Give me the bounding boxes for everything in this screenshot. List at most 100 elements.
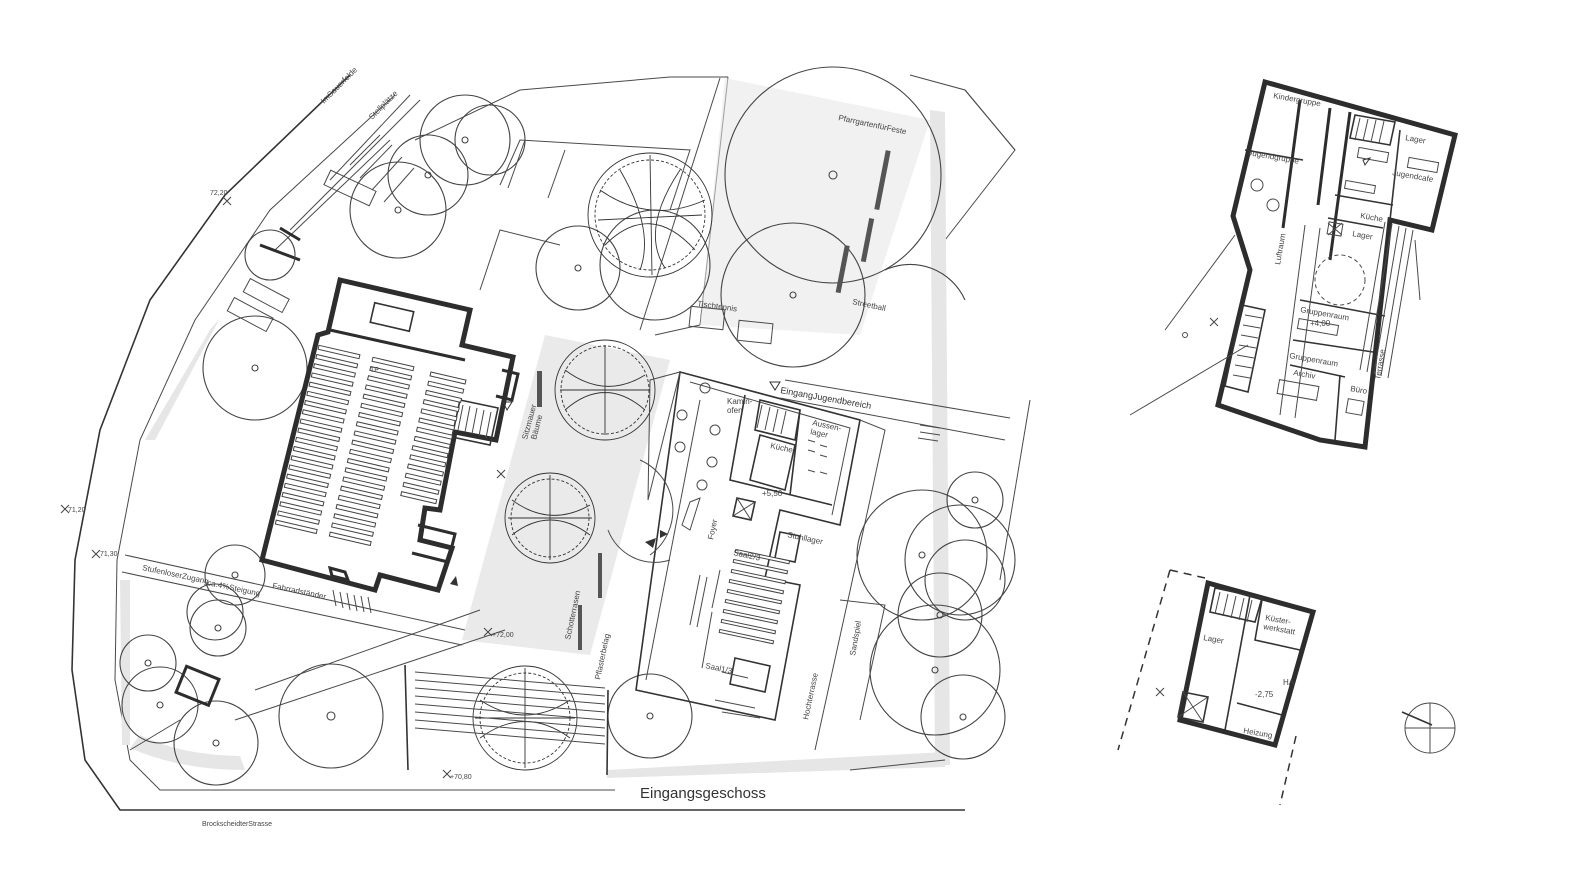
parking-area [226,94,415,333]
pew-1-20 [274,519,318,535]
pew-3-8 [413,435,451,449]
label-aussenlager-2: lager [810,427,830,440]
label-kaminofen-2: ofen [727,406,743,415]
label-eingang-jugend: EingangJugendbereich [780,385,872,411]
label-fahrradstaender: Fahrradständer [272,581,328,601]
pew-2-12 [346,457,390,473]
label-kuester-2: werkstatt [1262,622,1297,637]
label-hochterrasse: Hochterrasse [801,671,820,720]
label-level-lower: -2,75 [1255,690,1274,699]
paving-bands [120,78,950,778]
pew-3-6 [418,417,456,431]
label-lager-lower: Lager [1203,633,1225,645]
label-ha: HA [1283,678,1295,687]
label-saal13: Saal1/3 [705,661,734,676]
pew-2-13 [344,467,388,482]
pew-1-15 [285,473,330,489]
right-fence [849,399,1031,771]
pew-3-1 [429,371,467,385]
pew-3-10 [409,454,447,468]
church-pews [274,344,467,547]
label-church-tag: TP [370,367,379,374]
label-lager-1: Lager [1405,133,1427,145]
pew-1-12 [292,445,336,461]
spot-level-7080: +70,80 [450,774,472,781]
pew-3-5 [420,408,458,422]
pew-2-10 [351,439,395,455]
pew-2-15 [339,485,384,501]
pew-2-4 [364,384,408,399]
bike-racks [332,589,372,614]
pew-1-8 [301,409,345,424]
label-stuhllager: Stuhllager [787,530,824,546]
trees [119,66,1016,786]
entrance-steps [404,664,609,776]
pew-2-5 [362,393,406,409]
pew-1-13 [290,455,334,470]
pew-2-7 [357,411,402,427]
site-boundary [71,74,1016,811]
pew-1-10 [297,427,341,443]
pew-2-17 [335,503,379,519]
label-archiv: Archiv [1293,368,1316,381]
sitting-walls [537,150,891,650]
pew-1-1 [317,344,361,360]
label-pflasterbelag: Pflasterbelag [593,633,612,681]
youth-entrance-path [779,379,1011,751]
pew-1-16 [283,482,327,498]
pew-3-4 [422,399,460,413]
pew-1-6 [306,390,350,406]
pew-2-3 [366,375,411,390]
pew-2-2 [369,365,413,381]
pew-1-5 [308,381,352,397]
pew-1-4 [310,372,354,387]
pew-1-2 [315,353,359,369]
pew-2-11 [348,448,393,464]
label-zugang-2: ca.4%Steigung [207,578,262,598]
pew-1-3 [312,363,357,378]
pew-1-9 [299,418,343,433]
label-sandspiel: Sandspiel [848,620,863,656]
upper-floor-plan [1129,78,1458,450]
spot-level-markers [60,196,1219,779]
spot-level-7200: +72,00 [492,632,514,639]
pew-3-7 [415,426,454,440]
label-foyer: Foyer [706,518,719,540]
label-level-main: +5,50 [762,489,783,498]
street-label-side: ImSauerfelde [319,65,359,105]
pew-3-14 [400,491,438,505]
pew-1-19 [276,510,321,525]
pew-2-1 [371,356,415,372]
label-kueche-upper: Küche [1360,211,1384,224]
spot-level-7120: 71,20 [68,507,86,514]
pew-3-13 [402,481,440,495]
table-tennis [688,305,774,345]
pew-3-2 [427,380,465,394]
pew-2-20 [328,531,372,547]
pew-1-11 [294,436,339,452]
pew-2-8 [355,421,399,436]
label-kuester-1: Küster- [1265,613,1292,626]
label-luftraum: Luftraum [1273,232,1287,265]
pew-1-17 [281,491,325,507]
spot-level-7220: 72,20 [210,190,228,197]
pew-2-14 [342,476,386,491]
pew-3-3 [424,389,463,403]
label-kaminofen-1: Kamin- [727,397,753,406]
pew-2-18 [333,513,377,528]
pew-1-14 [288,464,332,479]
pew-2-9 [353,430,397,445]
pew-3-9 [411,445,449,459]
label-level-upper: +4,00 [1310,319,1331,328]
pew-3-12 [404,472,442,486]
pew-2-19 [330,522,375,537]
pew-1-18 [279,501,323,516]
label-stellplaetze: Stellplätze [367,89,400,122]
access-ramp [121,554,506,751]
plan-title: Eingangsgeschoss [640,785,766,802]
spot-level-7130: 71,30 [100,551,118,558]
church-building [258,277,520,594]
pew-3-11 [406,463,445,477]
label-lager-2: Lager [1352,229,1374,241]
